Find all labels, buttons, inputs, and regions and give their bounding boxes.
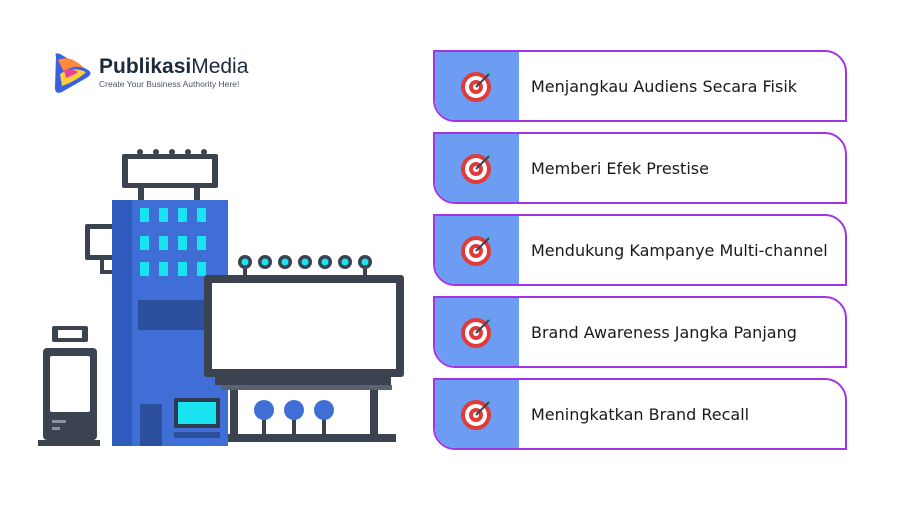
- brand-tagline: Create Your Business Authority Here!: [99, 79, 240, 89]
- city-billboard-illustration: [38, 149, 404, 446]
- target-dart-icon: [461, 71, 492, 102]
- target-dart-icon: [461, 317, 492, 348]
- benefit-card: Memberi Efek Prestise: [433, 132, 847, 204]
- benefit-label: Menjangkau Audiens Secara Fisik: [531, 76, 798, 96]
- benefit-icon-cell: [435, 380, 519, 448]
- benefit-icon-cell: [435, 134, 519, 202]
- benefit-icon-cell: [435, 298, 519, 366]
- benefit-icon-cell: [435, 216, 519, 284]
- target-dart-icon: [461, 399, 492, 430]
- brand-logo: PublikasiMedia Create Your Business Auth…: [50, 50, 270, 96]
- benefit-card: Meningkatkan Brand Recall: [433, 378, 847, 450]
- publikasimedia-logo-icon: [55, 53, 91, 93]
- benefit-card: Mendukung Kampanye Multi-channel: [433, 214, 847, 286]
- benefit-card: Brand Awareness Jangka Panjang: [433, 296, 847, 368]
- benefit-label: Mendukung Kampanye Multi-channel: [531, 240, 828, 260]
- street-billboard-icon: [204, 255, 404, 436]
- brand-name: PublikasiMedia: [99, 54, 248, 80]
- brand-name-bold: Publikasi: [99, 55, 192, 78]
- kiosk-icon: [43, 326, 97, 440]
- benefit-label: Brand Awareness Jangka Panjang: [531, 322, 797, 342]
- benefit-label: Memberi Efek Prestise: [531, 158, 709, 178]
- rooftop-billboard-icon: [122, 149, 218, 200]
- benefit-icon-cell: [435, 52, 519, 120]
- wall-sign-icon: [85, 224, 117, 274]
- target-dart-icon: [461, 235, 492, 266]
- benefit-label: Meningkatkan Brand Recall: [531, 404, 750, 424]
- target-dart-icon: [461, 153, 492, 184]
- brand-name-light: Media: [191, 55, 249, 78]
- benefit-card: Menjangkau Audiens Secara Fisik: [433, 50, 847, 122]
